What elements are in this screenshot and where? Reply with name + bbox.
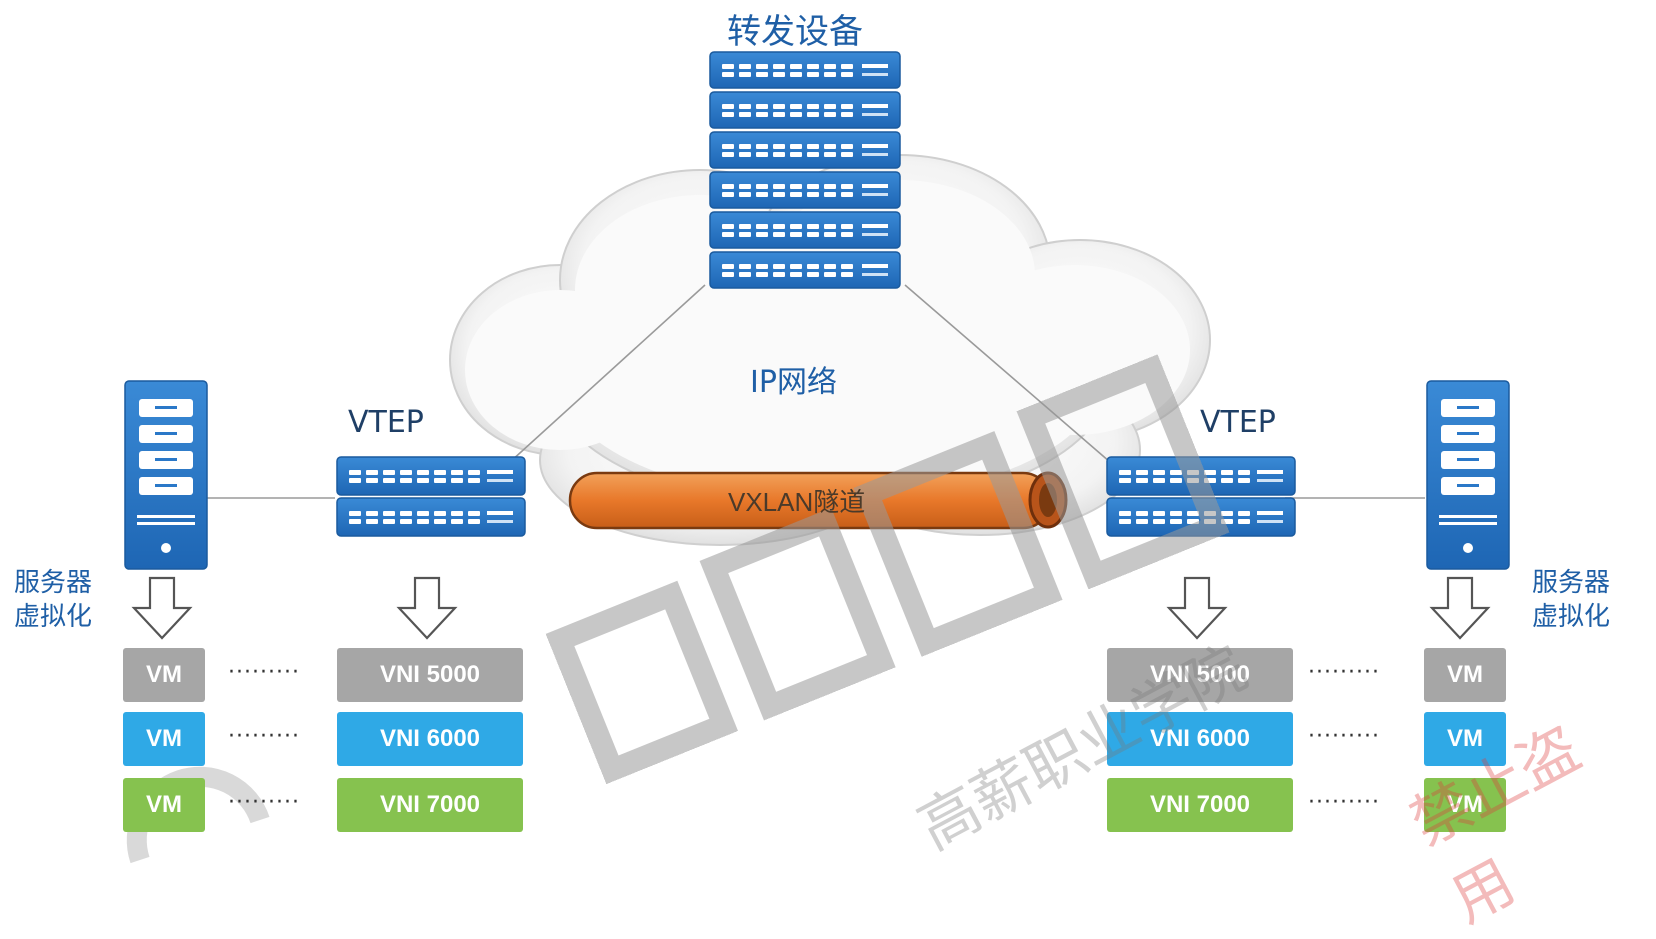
left-vm-cyan: VM <box>123 712 205 766</box>
left-dots-1: ········· <box>228 660 300 685</box>
right-vni-5000: VNI 5000 <box>1107 648 1293 702</box>
left-vni-6000: VNI 6000 <box>337 712 523 766</box>
right-dots-1: ········· <box>1308 660 1380 685</box>
left-server-icon <box>124 380 208 570</box>
down-arrows <box>131 576 1491 640</box>
left-vtep-switch <box>336 456 526 537</box>
link-top-left <box>509 284 706 463</box>
right-vni-6000: VNI 6000 <box>1107 712 1293 766</box>
right-server-caption-line2: 虚拟化 <box>1532 602 1611 632</box>
left-dots-2: ········· <box>228 724 300 749</box>
vxlan-diagram: 转发设备 IP网络 VTEP VTEP VXLAN隧道 服务器 虚拟化 服务器 … <box>14 12 1610 937</box>
arrow-down-icon <box>1166 576 1228 640</box>
left-server-caption-line1: 服务器 <box>14 568 93 598</box>
watermark <box>126 354 1230 864</box>
right-server-icon <box>1426 380 1510 570</box>
left-vm-gray: VM <box>123 648 205 702</box>
right-vni-7000: VNI 7000 <box>1107 778 1293 832</box>
forwarding-device-label: 转发设备 <box>727 12 863 52</box>
link-top-right <box>904 284 1111 463</box>
left-vtep-label: VTEP <box>348 405 424 440</box>
vxlan-tunnel-label: VXLAN隧道 <box>728 487 866 517</box>
right-dots-2: ········· <box>1308 724 1380 749</box>
right-vm-green: VM <box>1424 778 1506 832</box>
left-vm-green: VM <box>123 778 205 832</box>
right-vm-cyan: VM <box>1424 712 1506 766</box>
left-server-caption-line2: 虚拟化 <box>14 602 93 632</box>
forwarding-device-stack <box>709 51 901 289</box>
connection-lines <box>205 284 1425 499</box>
right-server-caption-line1: 服务器 <box>1532 568 1611 598</box>
diagram-graphics <box>124 51 1510 864</box>
ip-network-label: IP网络 <box>750 365 837 400</box>
vxlan-tunnel <box>568 471 1068 530</box>
arrow-down-icon <box>1429 576 1491 640</box>
right-vtep-label: VTEP <box>1200 405 1276 440</box>
arrow-down-icon <box>131 576 193 640</box>
arrow-down-icon <box>396 576 458 640</box>
right-vm-gray: VM <box>1424 648 1506 702</box>
right-dots-3: ········· <box>1308 790 1380 815</box>
left-vni-7000: VNI 7000 <box>337 778 523 832</box>
left-vni-5000: VNI 5000 <box>337 648 523 702</box>
right-server-caption: 服务器 虚拟化 <box>1532 566 1610 634</box>
left-dots-3: ········· <box>228 790 300 815</box>
left-server-caption: 服务器 虚拟化 <box>14 566 92 634</box>
